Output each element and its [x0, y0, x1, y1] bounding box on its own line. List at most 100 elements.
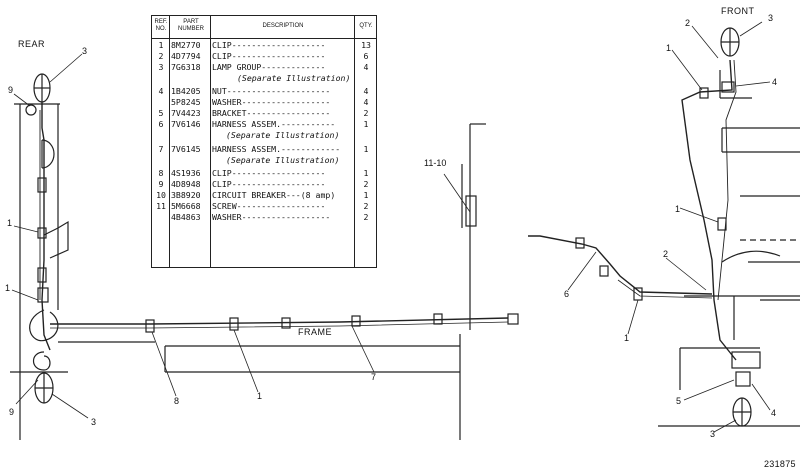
frame-clip-1c — [351, 315, 361, 327]
row-ref: 8 — [158, 168, 164, 178]
desc-suffix: (8 amp) — [300, 190, 336, 200]
parts-row: 7 7V6145 HARNESS ASSEM.------------ 1 — [152, 144, 376, 154]
callout-2-front-mid: 2 — [663, 249, 669, 259]
desc-text: LAMP GROUP — [212, 62, 262, 72]
header-ref-no: REF. NO. — [154, 19, 168, 32]
row-description: HARNESS ASSEM.------------ — [212, 144, 341, 154]
row-part-number: 5P8245 — [171, 97, 201, 107]
callout-1-front-low: 1 — [624, 333, 630, 343]
row-part-number: 5M6668 — [171, 201, 201, 211]
callout-7-frame: 7 — [371, 372, 377, 382]
parts-row: 8 4S1936 CLIP------------------- 1 — [152, 168, 376, 178]
row-note: (Separate Illustration) — [226, 155, 340, 165]
callout-3-front-bottom: 3 — [710, 429, 716, 439]
desc-text: CLIP — [212, 168, 232, 178]
callout-4-front-top: 4 — [772, 77, 778, 87]
parts-row: 10 3B8920 CIRCUIT BREAKER---(8 amp) 1 — [152, 190, 376, 200]
callout-1-front-top: 1 — [666, 43, 672, 53]
rear-bracket — [43, 220, 69, 259]
row-qty: 4 — [363, 97, 369, 107]
row-part-number: 4D7794 — [171, 51, 201, 61]
row-qty: 2 — [363, 179, 369, 189]
callout-8-frame: 8 — [174, 396, 180, 406]
circuit-breaker-8amp — [443, 164, 477, 228]
row-part-number: 4D8948 — [171, 179, 201, 189]
row-ref: 1 — [158, 40, 164, 50]
front-view — [528, 21, 800, 433]
parts-row: 4 1B4205 NUT--------------------- 4 — [152, 86, 376, 96]
parts-row: 3 7G6318 LAMP GROUP------------- 4 — [152, 62, 376, 72]
desc-text: WASHER — [212, 212, 242, 222]
parts-row-note: (Separate Illustration) — [152, 73, 376, 83]
col-divider-1 — [169, 16, 170, 267]
harness-7-frame — [50, 317, 509, 325]
callout-3-front-top: 3 — [768, 13, 774, 23]
desc-text: CLIP — [212, 179, 232, 189]
row-qty: 6 — [363, 51, 369, 61]
row-description: HARNESS ASSEM.----------- — [212, 119, 336, 129]
callout-4-front-bottom: 4 — [771, 408, 777, 418]
callout-1-front-mid: 1 — [675, 204, 681, 214]
row-part-number: 1B4205 — [171, 86, 201, 96]
desc-text: HARNESS ASSEM. — [212, 119, 282, 129]
parts-row: 4B4863 WASHER------------------ 2 — [152, 212, 376, 222]
col-divider-2 — [210, 16, 211, 267]
row-part-number: 4S1936 — [171, 168, 201, 178]
rear-view — [10, 53, 140, 440]
callout-3-rear-top: 3 — [82, 46, 88, 56]
row-qty: 2 — [363, 201, 369, 211]
row-ref: 6 — [158, 119, 164, 129]
front-bracket-5 — [731, 351, 761, 369]
parts-row: 5P8245 WASHER------------------ 4 — [152, 97, 376, 107]
front-clip-top — [699, 87, 709, 99]
clip-9-bottom — [32, 351, 51, 371]
row-part-number: 7V4423 — [171, 108, 201, 118]
row-description: NUT--------------------- — [212, 86, 331, 96]
harness-rear-vertical — [41, 102, 51, 351]
row-description: CLIP------------------- — [212, 51, 326, 61]
front-harness-branch — [721, 250, 781, 263]
lamp-group-front-top — [720, 27, 740, 57]
lamp-group-front-bottom — [732, 397, 752, 427]
callout-5-front: 5 — [676, 396, 682, 406]
row-part-number: 7V6145 — [171, 144, 201, 154]
row-qty: 4 — [363, 86, 369, 96]
desc-text: CIRCUIT BREAKER — [212, 190, 286, 200]
row-description: WASHER------------------ — [212, 97, 331, 107]
parts-row: 6 7V6146 HARNESS ASSEM.----------- 1 — [152, 119, 376, 129]
row-description: SCREW------------------ — [212, 201, 326, 211]
row-description: BRACKET----------------- — [212, 108, 331, 118]
row-part-number: 8M2770 — [171, 40, 201, 50]
frame-clip-1 — [229, 317, 239, 331]
row-ref: 3 — [158, 62, 164, 72]
desc-text: NUT — [212, 86, 227, 96]
clip-9-top — [25, 104, 37, 116]
parts-row-note: (Separate Illustration) — [152, 130, 376, 140]
row-qty: 1 — [363, 119, 369, 129]
callout-2-front-top: 2 — [685, 18, 691, 28]
desc-text: WASHER — [212, 97, 242, 107]
row-note: (Separate Illustration) — [237, 73, 351, 83]
parts-row: 11 5M6668 SCREW------------------ 2 — [152, 201, 376, 211]
row-qty: 1 — [363, 168, 369, 178]
row-part-number: 3B8920 — [171, 190, 201, 200]
callout-3-rear-bottom: 3 — [91, 417, 97, 427]
parts-row: 2 4D7794 CLIP------------------- 6 — [152, 51, 376, 61]
row-description: CIRCUIT BREAKER---(8 amp) — [212, 190, 336, 200]
desc-text: HARNESS ASSEM. — [212, 144, 282, 154]
frame-label: FRAME — [298, 327, 332, 337]
callout-1-frame: 1 — [257, 391, 263, 401]
row-description: CLIP------------------- — [212, 168, 326, 178]
frame-clip-1d — [433, 313, 443, 325]
row-qty: 2 — [363, 108, 369, 118]
callout-11-10-breaker: 11-10 — [424, 158, 447, 168]
lamp-group-rear-bottom — [34, 372, 54, 404]
parts-table-header: REF. NO. PART NUMBER DESCRIPTION QTY. — [152, 16, 376, 39]
frame-section — [50, 123, 519, 440]
callout-1-rear-mid: 1 — [7, 218, 13, 228]
row-ref: 9 — [158, 179, 164, 189]
parts-row: 5 7V4423 BRACKET----------------- 2 — [152, 108, 376, 118]
rear-clip-b — [37, 227, 47, 239]
front-view-label: FRONT — [721, 6, 755, 16]
